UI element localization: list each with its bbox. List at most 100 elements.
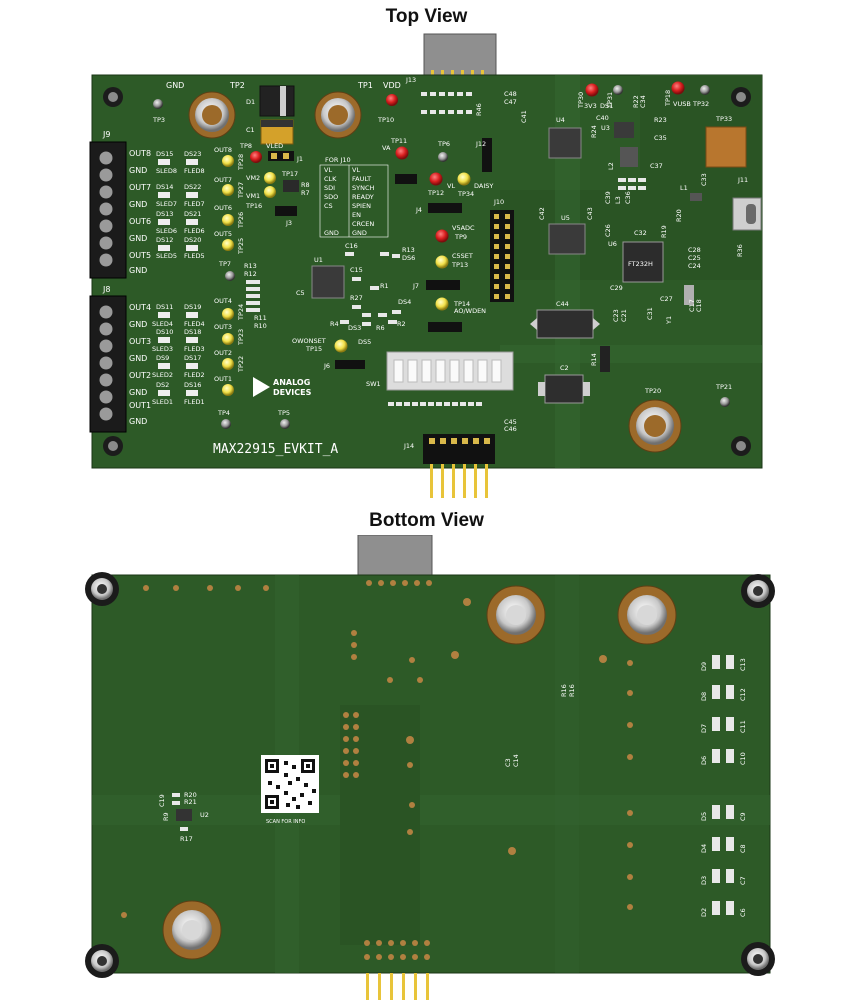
- tp4-testpoint[interactable]: [221, 419, 231, 429]
- tp7-testpoint[interactable]: [225, 271, 235, 281]
- tp11-testpoint[interactable]: [395, 146, 409, 160]
- svg-text:SYNCH: SYNCH: [352, 184, 374, 192]
- svg-text:OUT6: OUT6: [129, 217, 151, 226]
- svg-text:R10: R10: [254, 322, 267, 330]
- svg-text:OUT3: OUT3: [214, 323, 232, 331]
- j4-header[interactable]: [428, 203, 462, 213]
- svg-text:FLED2: FLED2: [184, 371, 205, 379]
- tp9-testpoint[interactable]: [435, 229, 449, 243]
- j14-header[interactable]: [423, 434, 495, 498]
- svg-text:C31: C31: [646, 307, 654, 320]
- svg-text:C28: C28: [688, 246, 701, 254]
- bottom-post-3[interactable]: [162, 900, 222, 960]
- svg-text:OUT5: OUT5: [129, 251, 151, 260]
- j8-pin-labels: OUT4 GND OUT3 GND OUT2 GND OUT1 GND: [129, 303, 151, 426]
- vm2-testpoint[interactable]: [264, 172, 276, 184]
- svg-text:DS6: DS6: [402, 254, 415, 262]
- tp21-testpoint[interactable]: [720, 397, 730, 407]
- svg-text:SDO: SDO: [324, 193, 338, 201]
- svg-text:R11: R11: [254, 314, 267, 322]
- j10-header[interactable]: [490, 210, 514, 302]
- svg-text:U6: U6: [608, 240, 617, 248]
- svg-text:FOR J10: FOR J10: [325, 156, 351, 164]
- tp23-testpoint[interactable]: [222, 333, 234, 345]
- svg-text:R20: R20: [184, 791, 197, 799]
- svg-text:DS9: DS9: [156, 354, 169, 362]
- right-diode-cap-pair-1: D9 C13: [627, 655, 747, 671]
- tp30-testpoint[interactable]: [585, 83, 599, 97]
- tp27-testpoint[interactable]: [222, 184, 234, 196]
- svg-text:U1: U1: [314, 256, 323, 264]
- svg-text:TP18: TP18: [664, 90, 672, 107]
- tp26-testpoint[interactable]: [222, 214, 234, 226]
- svg-text:FLED6: FLED6: [184, 227, 205, 235]
- tp24-testpoint[interactable]: [222, 308, 234, 320]
- svg-text:GND: GND: [129, 320, 147, 329]
- tp22-testpoint[interactable]: [222, 358, 234, 370]
- svg-text:DS2: DS2: [156, 381, 169, 389]
- tp33-pad[interactable]: [705, 126, 747, 168]
- j7-header[interactable]: [426, 280, 460, 290]
- l1-inductor: [690, 193, 702, 201]
- svg-text:TP28: TP28: [237, 154, 245, 171]
- tp20-power-post[interactable]: [628, 399, 682, 453]
- svg-text:DS19: DS19: [184, 303, 201, 311]
- j6-header[interactable]: [335, 360, 365, 369]
- svg-text:C24: C24: [688, 262, 701, 270]
- u6-ft232h: [622, 241, 664, 283]
- j5-header[interactable]: [428, 322, 462, 332]
- tp25-testpoint[interactable]: [222, 239, 234, 251]
- j8-terminal-block[interactable]: [89, 295, 127, 433]
- svg-text:C12: C12: [739, 688, 747, 701]
- svg-text:C46: C46: [504, 425, 517, 433]
- tp14-testpoint[interactable]: [435, 297, 449, 311]
- svg-text:TP15: TP15: [305, 345, 322, 353]
- j12b-header[interactable]: [395, 174, 417, 184]
- svg-text:TP8: TP8: [239, 142, 252, 150]
- tp28-testpoint[interactable]: [222, 155, 234, 167]
- bottom-post-1[interactable]: [486, 585, 546, 645]
- tp32-testpoint[interactable]: [700, 85, 710, 95]
- tp12-testpoint[interactable]: [429, 172, 443, 186]
- svg-text:C10: C10: [739, 752, 747, 765]
- svg-text:C32: C32: [634, 229, 647, 237]
- svg-text:C9: C9: [739, 812, 747, 821]
- svg-text:D3: D3: [700, 876, 708, 885]
- sw1-dip-switch[interactable]: [386, 351, 514, 391]
- tp8-testpoint[interactable]: [250, 151, 262, 163]
- svg-text:C13: C13: [739, 658, 747, 671]
- j1-jumper[interactable]: [268, 151, 294, 161]
- tp10-testpoint[interactable]: [386, 94, 398, 106]
- j3-header[interactable]: [275, 206, 297, 216]
- svg-text:DEVICES: DEVICES: [273, 388, 312, 397]
- svg-text:R17: R17: [180, 835, 193, 843]
- tp13-testpoint[interactable]: [435, 255, 449, 269]
- svg-text:C5: C5: [296, 289, 305, 297]
- svg-text:GND: GND: [129, 388, 147, 397]
- tp15-testpoint[interactable]: [334, 339, 348, 353]
- svg-text:GND: GND: [129, 354, 147, 363]
- right-diode-cap-pair-4: D6 C10: [627, 749, 747, 765]
- tp34-testpoint[interactable]: [457, 172, 471, 186]
- j12-header[interactable]: [482, 138, 492, 172]
- tp5-testpoint[interactable]: [280, 419, 290, 429]
- tp21b-testpoint[interactable]: [222, 384, 234, 396]
- tp18-testpoint[interactable]: [671, 81, 685, 95]
- svg-text:C1: C1: [246, 126, 255, 134]
- svg-text:C48: C48: [504, 90, 517, 98]
- bottom-view-board: SCAN FOR INFO C19 R20 R21 R9 U2 R17 R16 …: [85, 535, 775, 1000]
- tp1-power-post[interactable]: [314, 91, 362, 139]
- u5-ic: [548, 223, 586, 255]
- tp6-testpoint[interactable]: [438, 152, 448, 162]
- svg-text:CRCEN: CRCEN: [352, 220, 374, 228]
- j9-pin-labels: OUT8 GND OUT7 GND OUT6 GND OUT5 GND: [129, 149, 151, 275]
- tp3-testpoint[interactable]: [153, 99, 163, 109]
- vm1-testpoint[interactable]: [264, 186, 276, 198]
- svg-text:D2: D2: [700, 908, 708, 917]
- bottom-post-2[interactable]: [617, 585, 677, 645]
- svg-text:CLK: CLK: [324, 175, 337, 183]
- j9-terminal-block[interactable]: [89, 141, 127, 279]
- tp31-testpoint[interactable]: [613, 85, 623, 95]
- svg-text:J10: J10: [493, 198, 504, 206]
- tp2-power-post[interactable]: [188, 91, 236, 139]
